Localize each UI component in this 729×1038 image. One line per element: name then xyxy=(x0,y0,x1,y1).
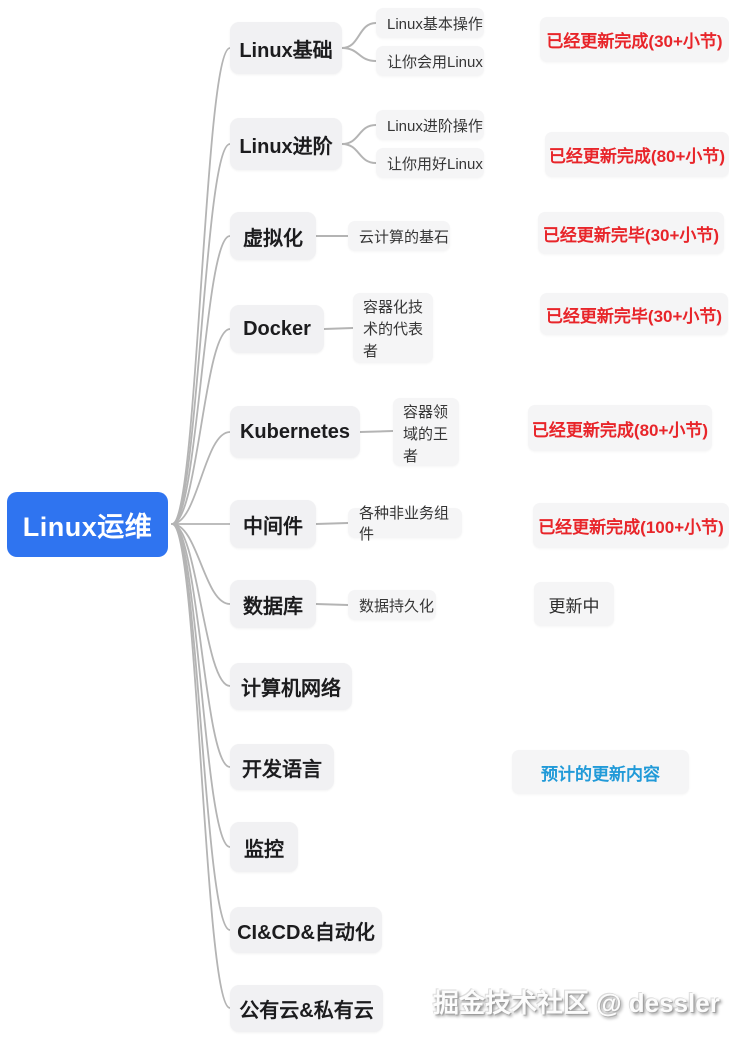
connector-branch-child xyxy=(315,522,349,525)
status-badge-virtualization[interactable]: 已经更新完毕(30+小节) xyxy=(538,212,724,254)
child-node-cloud-cornerstone[interactable]: 云计算的基石 xyxy=(348,221,450,251)
status-badge-planned-updates[interactable]: 预计的更新内容 xyxy=(512,750,689,794)
branch-node-linux-basics[interactable]: Linux基础 xyxy=(230,22,342,74)
root-node-linux-ops[interactable]: Linux运维 xyxy=(7,492,168,557)
watermark-text: 掘金技术社区 @ dessler xyxy=(433,988,720,1018)
connector-root-branch xyxy=(171,523,231,687)
status-badge-middleware[interactable]: 已经更新完成(100+小节) xyxy=(533,503,729,548)
connector-branch-child xyxy=(315,603,349,606)
child-node-data-persistence[interactable]: 数据持久化 xyxy=(348,590,436,620)
connector-root-branch xyxy=(171,523,231,1009)
connector-branch-child xyxy=(359,430,394,433)
connector-branch-child xyxy=(341,143,377,164)
child-node-linux-basic-ops[interactable]: Linux基本操作 xyxy=(376,8,484,38)
status-badge-docker[interactable]: 已经更新完毕(30+小节) xyxy=(540,293,728,335)
branch-node-middleware[interactable]: 中间件 xyxy=(230,500,316,548)
connector-root-branch xyxy=(171,431,231,525)
status-badge-linux-basics[interactable]: 已经更新完成(30+小节) xyxy=(540,17,729,62)
connector-branch-child xyxy=(341,47,377,62)
branch-node-monitoring[interactable]: 监控 xyxy=(230,822,298,872)
branch-node-virtualization[interactable]: 虚拟化 xyxy=(230,212,316,260)
connector-root-branch xyxy=(171,328,231,525)
connector-branch-child xyxy=(323,327,354,330)
branch-node-public-private-cloud[interactable]: 公有云&私有云 xyxy=(230,985,383,1032)
connector-root-branch xyxy=(171,523,231,605)
branch-node-dev-language[interactable]: 开发语言 xyxy=(230,744,334,790)
connector-root-branch xyxy=(171,523,231,931)
branch-node-cicd-automation[interactable]: CI&CD&自动化 xyxy=(230,907,382,953)
child-node-use-linux-well[interactable]: 让你用好Linux xyxy=(376,148,484,178)
connector-root-branch xyxy=(171,143,231,525)
branch-node-kubernetes[interactable]: Kubernetes xyxy=(230,406,360,458)
child-node-container-tech-rep[interactable]: 容器化技术的代表者 xyxy=(353,293,433,363)
branch-node-linux-advanced[interactable]: Linux进阶 xyxy=(230,118,342,170)
status-badge-database-updating[interactable]: 更新中 xyxy=(534,582,614,626)
branch-node-docker[interactable]: Docker xyxy=(230,305,324,353)
status-badge-linux-advanced[interactable]: 已经更新完成(80+小节) xyxy=(545,132,729,177)
child-node-linux-advanced-ops[interactable]: Linux进阶操作 xyxy=(376,110,484,140)
child-node-use-linux[interactable]: 让你会用Linux xyxy=(376,46,484,76)
child-node-non-business-components[interactable]: 各种非业务组件 xyxy=(348,505,462,543)
branch-node-database[interactable]: 数据库 xyxy=(230,580,316,628)
connector-root-branch xyxy=(171,235,231,525)
status-badge-kubernetes[interactable]: 已经更新完成(80+小节) xyxy=(528,405,712,451)
connector-root-branch xyxy=(171,47,231,525)
connector-branch-child xyxy=(341,22,377,49)
connector-branch-child xyxy=(341,124,377,145)
child-node-container-king[interactable]: 容器领域的王者 xyxy=(393,398,459,466)
connector-root-branch xyxy=(171,523,231,848)
connector-root-branch xyxy=(171,523,231,768)
branch-node-computer-network[interactable]: 计算机网络 xyxy=(230,663,352,710)
